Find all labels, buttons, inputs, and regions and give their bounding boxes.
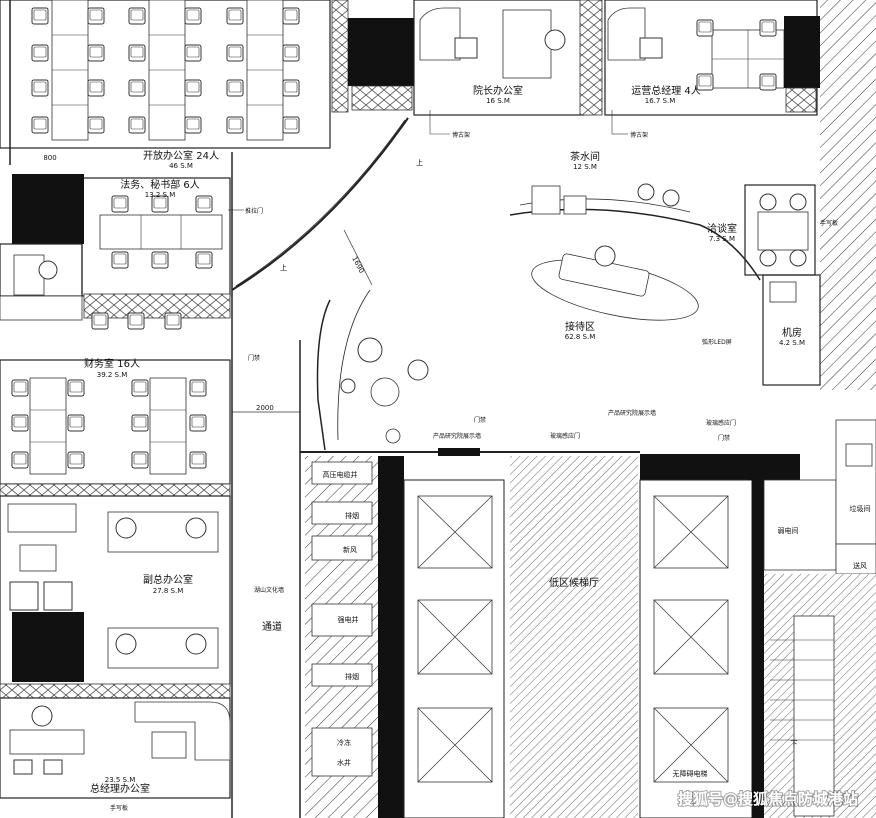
- bogu-shelf-label-2: 博古架: [630, 131, 648, 139]
- watermark: 搜狐号@搜狐焦点防城港站: [678, 790, 858, 808]
- meeting-room-name: 洽谈室: [707, 222, 737, 235]
- hv-shaft-label: 高压电缆井: [323, 470, 358, 479]
- corridor-name: 通道: [262, 620, 282, 633]
- deputy-gm-name: 副总办公室: [143, 573, 193, 586]
- stairs-down-label: 下: [791, 740, 798, 748]
- structural-column: [348, 18, 414, 86]
- up-label-2: 上: [280, 263, 287, 272]
- barrier-free-elevator-label: 无障碍电梯: [673, 769, 708, 778]
- glass-door-label-1: 玻璃感应门: [550, 432, 580, 440]
- cooling-label: 冷冻: [337, 738, 351, 747]
- dean-office-room: 院长办公室 16 S.M 博古架: [413, 0, 603, 139]
- meeting-room: 洽谈室 7.3 S.M 手写板: [707, 184, 838, 276]
- meeting-room-area: 7.3 S.M: [709, 235, 735, 243]
- hand-basin-label: 手写板: [820, 219, 838, 227]
- lattice-partition: [351, 85, 413, 111]
- open-office-desks: [51, 0, 284, 141]
- bogu-shelf-label-1: 博古架: [452, 131, 470, 139]
- led-screen-label: 弧形LED屏: [702, 338, 732, 346]
- product-wall-label-1: 产品研究院展示墙: [433, 432, 481, 440]
- ops-gm-name: 运营总经理 4人: [631, 84, 701, 97]
- building-core: 高压电缆井 排烟 新风 强电井 排烟 冷冻 水井 低区候梯厅 无障碍电梯 弱电间: [305, 419, 876, 818]
- gm-office-name: 总经理办公室: [90, 782, 150, 795]
- deputy-gm-room: 副总办公室 27.8 S.M: [0, 495, 231, 699]
- deputy-gm-area: 27.8 S.M: [153, 587, 184, 595]
- dean-office-name: 院长办公室: [473, 84, 523, 97]
- garbage-room-label: 垃圾间: [850, 504, 871, 513]
- legal-secretary-area: 13.2 S.M: [145, 191, 176, 199]
- culture-wall-label: 湖山文化墙: [254, 586, 284, 594]
- strong-elec-label: 强电井: [338, 615, 359, 624]
- dim-800: 800: [43, 154, 56, 162]
- exterior-wall: [820, 0, 876, 390]
- up-label-1: 上: [416, 158, 423, 167]
- machine-room: 机房 4.2 S.M: [762, 274, 821, 386]
- hand-board-label: 手写板: [110, 804, 128, 812]
- curved-glass-wall: [231, 117, 409, 291]
- open-office-name: 开放办公室 24人: [143, 149, 219, 162]
- reception-name: 接待区: [565, 320, 595, 333]
- finance-room: 财务室 16人 39.2 S.M: [0, 357, 231, 497]
- access-label-1: 门禁: [474, 416, 486, 424]
- ops-gm-area: 16.7 S.M: [645, 97, 676, 105]
- sliding-door-label: 推拉门: [245, 207, 263, 215]
- machine-room-area: 4.2 S.M: [779, 339, 805, 347]
- distribution-room-label: 弱电间: [778, 526, 799, 535]
- elevator-hall-label: 低区候梯厅: [549, 576, 599, 589]
- dim-1690: 1690: [350, 255, 365, 274]
- product-wall-label-2: 产品研究院展示墙: [608, 409, 656, 417]
- access-label-3: 门禁: [248, 354, 260, 362]
- delivery-shaft-label: 送风: [853, 561, 867, 570]
- finance-name: 财务室 16人: [84, 357, 140, 370]
- legal-secretary-room: 法务、秘书部 6人 13.2 S.M 推拉门: [12, 174, 263, 330]
- reception-area-size: 62.8 S.M: [565, 333, 596, 341]
- tea-room-area: 12 S.M: [573, 163, 597, 171]
- reception-area: 接待区 62.8 S.M 弧形LED屏: [316, 245, 732, 451]
- smoke-shaft-label-1: 排烟: [345, 511, 359, 520]
- finance-area: 39.2 S.M: [97, 371, 128, 379]
- glass-door-label-2: 玻璃感应门: [706, 419, 736, 427]
- legal-secretary-name: 法务、秘书部 6人: [120, 178, 200, 191]
- tea-room: 茶水间 12 S.M: [509, 150, 761, 281]
- gm-office-room: 23.5 S.M 总经理办公室 手写板: [0, 697, 231, 812]
- smoke-shaft-label-2: 排烟: [345, 672, 359, 681]
- fresh-air-label: 新风: [343, 545, 357, 554]
- access-label-2: 门禁: [718, 434, 730, 442]
- machine-room-name: 机房: [782, 326, 802, 339]
- lattice-partition: [331, 0, 349, 113]
- dean-office-area: 16 S.M: [486, 97, 510, 105]
- dim-2000: 2000: [256, 404, 274, 412]
- open-office-room: 开放办公室 24人 46 S.M 800: [0, 0, 331, 170]
- ops-gm-room: 运营总经理 4人 16.7 S.M 博古架: [604, 0, 854, 139]
- water-shaft-label: 水井: [337, 758, 351, 767]
- tea-room-name: 茶水间: [570, 150, 600, 163]
- gm-office-area: 23.5 S.M: [105, 776, 136, 784]
- open-office-area: 46 S.M: [169, 162, 193, 170]
